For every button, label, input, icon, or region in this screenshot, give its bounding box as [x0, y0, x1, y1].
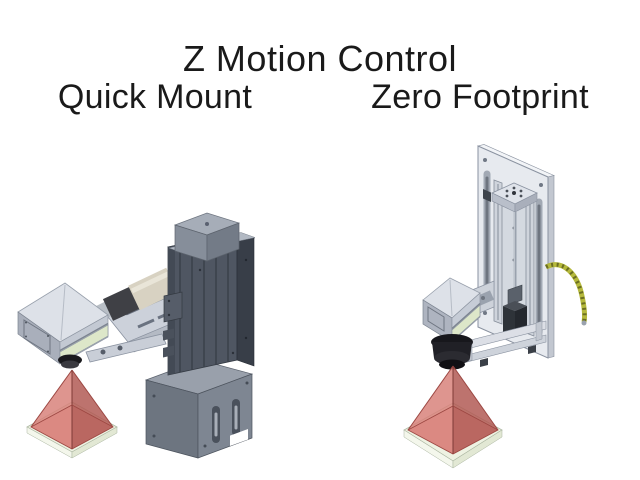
label-zero-footprint: Zero Footprint — [371, 78, 589, 116]
quick-mount-figure — [17, 212, 256, 459]
laser-cone — [26, 369, 118, 459]
base-block — [144, 359, 254, 459]
top-plate — [491, 182, 538, 213]
zero-footprint-figure — [403, 144, 588, 469]
z-frame — [454, 179, 547, 367]
z-carriage — [163, 291, 183, 358]
laser-cone — [403, 365, 503, 469]
page-title: Z Motion Control — [182, 38, 458, 80]
service-cable — [544, 262, 588, 326]
scan-lens — [58, 354, 82, 369]
label-quick-mount: Quick Mount — [57, 78, 253, 116]
quick-mount-bracket — [85, 333, 167, 363]
laser-head — [17, 282, 109, 369]
laser-head — [422, 277, 481, 370]
z-motor — [168, 212, 256, 262]
scan-lens — [431, 334, 473, 370]
